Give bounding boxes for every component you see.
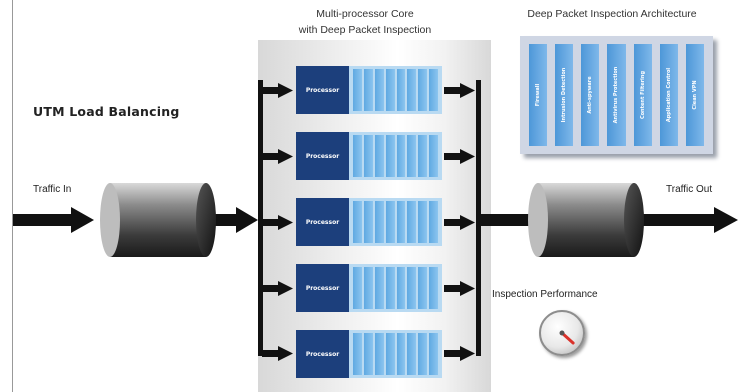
- out-arrow-2: [444, 149, 475, 164]
- in-arrow-2: [262, 149, 293, 164]
- core-header-line-2: with Deep Packet Inspection: [298, 24, 432, 36]
- processing-lanes: [349, 264, 442, 312]
- processor-block: Processor: [296, 198, 349, 246]
- input-pipe: [100, 183, 216, 257]
- to-bus-arrow: [214, 207, 258, 233]
- in-arrow-5: [262, 346, 293, 361]
- core-header-line-1: Multi-processor Core: [316, 8, 414, 20]
- processor-row-2: Processor: [296, 132, 442, 180]
- diagram-title: UTM Load Balancing: [33, 104, 180, 119]
- dpi-module-clean-vpn: Clean VPN: [685, 44, 704, 146]
- processor-row-3: Processor: [296, 198, 442, 246]
- dpi-module-content-filtering: Content Filtering: [633, 44, 652, 146]
- traffic-in-label: Traffic In: [33, 184, 72, 195]
- output-pipe: [528, 183, 644, 257]
- inspection-performance-label: Inspection Performance: [492, 289, 598, 300]
- processing-lanes: [349, 66, 442, 114]
- collection-bus: [476, 80, 481, 356]
- dpi-module-firewall: Firewall: [529, 44, 548, 146]
- out-arrow-5: [444, 346, 475, 361]
- processing-lanes: [349, 132, 442, 180]
- out-arrow-4: [444, 281, 475, 296]
- out-arrow-3: [444, 215, 475, 230]
- dpi-architecture-header: Deep Packet Inspection Architecture: [527, 8, 697, 20]
- dpi-module-application-control: Application Control: [659, 44, 678, 146]
- to-output-pipe-arrow: [481, 214, 531, 226]
- left-divider-line: [12, 0, 13, 392]
- processor-block: Processor: [296, 330, 349, 378]
- gauge-hub: [559, 330, 565, 336]
- processing-lanes: [349, 330, 442, 378]
- traffic-out-arrow: [640, 207, 738, 233]
- dpi-module-intrusion-detection: Intrusion Detection: [555, 44, 574, 146]
- distribution-bus: [258, 80, 263, 356]
- in-arrow-3: [262, 215, 293, 230]
- processor-row-5: Processor: [296, 330, 442, 378]
- in-arrow-1: [262, 83, 293, 98]
- traffic-out-label: Traffic Out: [666, 184, 713, 195]
- dpi-module-anti-spyware: Anti-spyware: [581, 44, 600, 146]
- processor-block: Processor: [296, 66, 349, 114]
- dpi-module-antivirus: Antivirus Protection: [607, 44, 626, 146]
- processor-row-1: Processor: [296, 66, 442, 114]
- traffic-in-arrow: [13, 207, 94, 233]
- processor-block: Processor: [296, 132, 349, 180]
- core-header: Multi-processor Core with Deep Packet In…: [275, 6, 455, 38]
- processing-lanes: [349, 198, 442, 246]
- performance-gauge-icon: [539, 310, 585, 356]
- processor-block: Processor: [296, 264, 349, 312]
- processor-row-4: Processor: [296, 264, 442, 312]
- dpi-architecture-panel: Firewall Intrusion Detection Anti-spywar…: [520, 36, 713, 154]
- out-arrow-1: [444, 83, 475, 98]
- in-arrow-4: [262, 281, 293, 296]
